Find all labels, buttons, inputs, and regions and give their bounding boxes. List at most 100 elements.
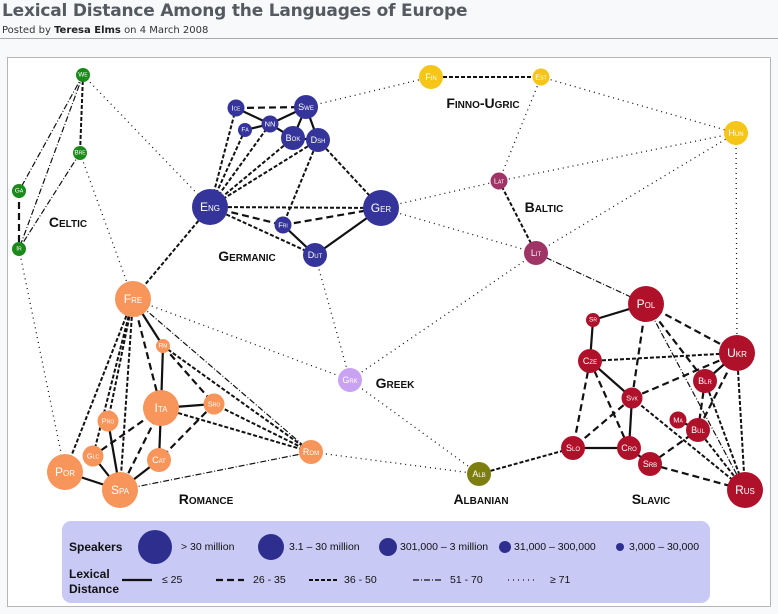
author-link[interactable]: Teresa Elms xyxy=(54,25,121,36)
node-circle xyxy=(97,410,119,432)
edge-blr-bul xyxy=(696,380,707,431)
edge-dsh-fri xyxy=(282,139,319,226)
node-circle xyxy=(115,281,151,317)
node-circle xyxy=(617,436,641,460)
edge-dsh-ger xyxy=(317,139,382,209)
node-circle xyxy=(82,445,104,467)
legend-background xyxy=(62,521,710,603)
edge-cze-cro xyxy=(588,360,631,449)
node-circle xyxy=(693,369,717,393)
node-pol: Pol xyxy=(628,286,664,322)
node-label: Ger xyxy=(371,201,392,215)
node-label: Sr xyxy=(589,317,597,324)
node-label: Por xyxy=(55,465,75,479)
node-fa: Fa xyxy=(238,123,252,137)
edge-est-hun xyxy=(540,76,737,134)
node-bre: Bre xyxy=(73,146,87,160)
node-label: Fri xyxy=(278,221,288,230)
edge-cze-ukr xyxy=(589,352,738,362)
node-label: Fin xyxy=(425,72,437,82)
node-label: Pol xyxy=(637,297,656,311)
edge-swe-fin xyxy=(305,76,432,108)
node-label: Cro xyxy=(621,443,637,453)
edge-hun-ukr xyxy=(735,132,738,354)
node-label: Eng xyxy=(200,200,220,214)
node-dut: Dut xyxy=(303,243,327,267)
legend-speakers-5: 3,000 – 30,000 xyxy=(629,541,699,553)
node-circle xyxy=(192,189,228,225)
node-label: Fre xyxy=(124,292,142,306)
node-label: Grk xyxy=(342,375,357,385)
edge-fre-pro xyxy=(107,298,134,422)
node-circle xyxy=(628,286,664,322)
node-label: Est xyxy=(535,73,546,82)
legend-distance-2: 26 - 35 xyxy=(253,574,286,586)
edge-ita-rom xyxy=(160,407,312,453)
node-ir: Ir xyxy=(12,242,26,256)
legend-speakers-swatch-1 xyxy=(138,530,172,564)
node-circle xyxy=(227,99,245,117)
node-label: Srb xyxy=(643,459,657,469)
family-labels: Celtic Germanic Finno-Ugric Baltic Roman… xyxy=(49,95,670,507)
node-por: Por xyxy=(47,454,83,490)
node-label: Ice xyxy=(231,104,241,113)
node-nn: NN xyxy=(261,115,279,133)
node-label: Svk xyxy=(626,394,638,403)
node-circle xyxy=(524,241,548,265)
node-est: Est xyxy=(532,68,550,86)
edge-ger-lit xyxy=(380,207,537,254)
node-label: Spa xyxy=(111,483,130,497)
node-circle xyxy=(719,335,755,371)
node-circle xyxy=(47,454,83,490)
legend-speakers-title: Speakers xyxy=(69,540,123,554)
edge-svk-ukr xyxy=(631,351,738,400)
edge-est-lat xyxy=(498,76,542,182)
node-label: Rm xyxy=(159,343,168,350)
node-circle xyxy=(102,472,138,508)
legend-distance-1: ≤ 25 xyxy=(162,574,183,586)
node-circle xyxy=(363,190,399,226)
family-label-celtic: Celtic xyxy=(49,214,87,230)
node-circle xyxy=(76,68,90,82)
node-circle xyxy=(490,172,508,190)
node-rm: Rm xyxy=(156,339,170,353)
edge-fre-ita xyxy=(131,298,163,409)
node-circle xyxy=(578,349,602,373)
node-circle xyxy=(299,440,323,464)
edge-pol-rus xyxy=(645,303,746,491)
legend: Speakers > 30 million 3.1 – 30 million 3… xyxy=(62,521,710,603)
edge-fre-grk xyxy=(132,298,351,381)
node-svk: Svk xyxy=(621,387,643,409)
node-circle xyxy=(261,115,279,133)
node-label: Slo xyxy=(566,443,580,453)
header-divider xyxy=(0,38,778,39)
edge-we-ir xyxy=(18,74,84,250)
edge-rom-alb xyxy=(310,451,480,475)
node-circle xyxy=(727,472,763,508)
node-lit: Lit xyxy=(524,241,548,265)
edge-sro-cat xyxy=(158,403,215,461)
node-label: Rom xyxy=(303,447,319,457)
node-rom: Rom xyxy=(299,440,323,464)
legend-speakers-swatch-3 xyxy=(379,538,397,556)
node-fin: Fin xyxy=(419,65,443,89)
node-alb: Alb xyxy=(467,462,491,486)
node-circle xyxy=(338,368,362,392)
edge-lit-grk xyxy=(349,252,537,381)
node-cat: Cat xyxy=(147,448,171,472)
node-eng: Eng xyxy=(192,189,228,225)
node-circle xyxy=(274,216,292,234)
node-sr: Sr xyxy=(586,313,600,327)
node-grk: Grk xyxy=(338,368,362,392)
edge-lit-pol xyxy=(535,252,647,305)
edge-lit-hun xyxy=(535,132,737,254)
node-label: Dut xyxy=(308,250,323,260)
edge-fre-por xyxy=(64,298,134,473)
legend-distance-4: 51 - 70 xyxy=(450,574,483,586)
node-circle xyxy=(12,184,26,198)
node-bok: Bok xyxy=(281,126,305,150)
edge-we-bre xyxy=(79,74,84,154)
edge-fre-glc xyxy=(92,298,134,457)
node-label: Sro xyxy=(208,400,221,409)
node-circle xyxy=(467,462,491,486)
